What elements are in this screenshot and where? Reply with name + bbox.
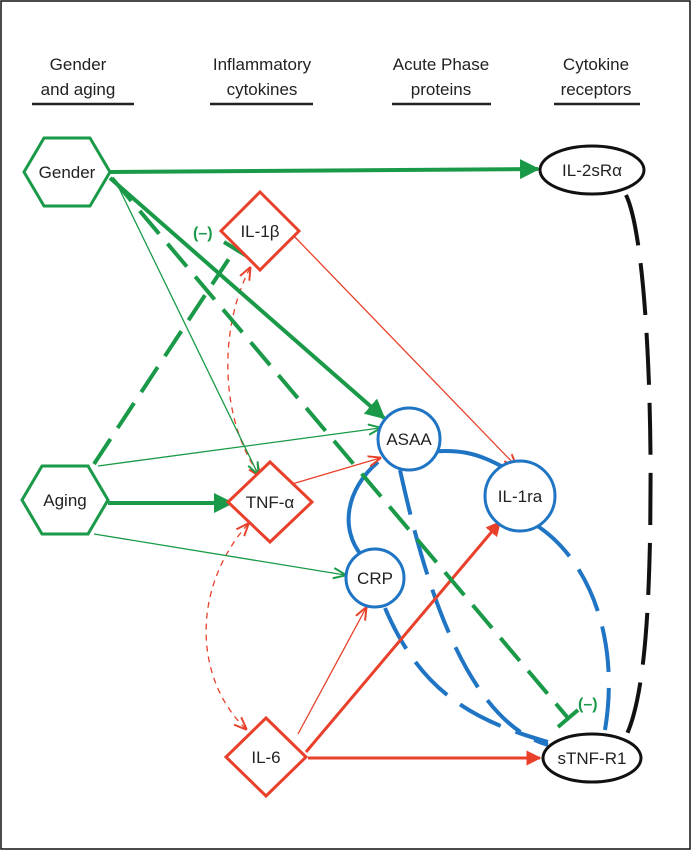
edge-il1b-il1ra (291, 233, 516, 466)
header-receptors: Cytokine receptors (554, 55, 640, 106)
node-il1b: IL-1β (218, 189, 302, 273)
edge-aging-il1b-inhibit (92, 240, 252, 466)
edge-tnfa-il6 (205, 524, 248, 729)
negative-label-il1b: (–) (193, 225, 213, 242)
node-stnfr1: sTNF-R1 (541, 732, 643, 784)
node-stnfr1-label: sTNF-R1 (558, 749, 627, 768)
node-crp-label: CRP (357, 569, 393, 588)
node-aging: Aging (20, 464, 110, 536)
edge-il6-il1ra (304, 520, 502, 753)
node-il2sra-label: IL-2sRα (562, 161, 622, 180)
edge-asaa-stnfr1 (398, 469, 549, 747)
edge-il1ra-stnfr1 (534, 523, 611, 731)
negative-label-stnfr1: (–) (578, 696, 598, 713)
edge-aging-asaa (97, 428, 380, 467)
edge-gender-stnfr1-inhibit (110, 176, 580, 729)
node-asaa: ASAA (376, 406, 442, 472)
header-inflammatory-line1: Inflammatory (213, 55, 312, 74)
header-gender-aging: Gender and aging (32, 55, 134, 106)
header-receptors-line2: receptors (561, 80, 632, 99)
node-il1ra-label: IL-1ra (498, 487, 543, 506)
node-gender-label: Gender (39, 163, 96, 182)
header-inflammatory-line2: cytokines (227, 80, 298, 99)
node-gender: Gender (22, 136, 112, 208)
node-il1b-label: IL-1β (240, 222, 279, 241)
header-acute-phase-line1: Acute Phase (393, 55, 489, 74)
edge-il2sra-stnfr1 (622, 194, 653, 741)
edge-aging-crp (93, 533, 345, 575)
edge-il6-crp (297, 608, 366, 735)
header-acute-phase-line2: proteins (411, 80, 471, 99)
node-tnfa-label: TNF-α (246, 493, 295, 512)
edge-crp-stnfr1 (383, 607, 549, 744)
header-gender-aging-line2: and aging (41, 80, 116, 99)
header-inflammatory: Inflammatory cytokines (210, 55, 313, 106)
edge-gender-tnfa (115, 181, 258, 474)
edge-tnfa-asaa (291, 458, 380, 485)
edge-gender-asaa (108, 176, 386, 420)
header-receptors-line1: Cytokine (563, 55, 629, 74)
header-gender-aging-line1: Gender (50, 55, 107, 74)
edge-gender-il2sra (109, 159, 540, 180)
edge-asaa-crp (346, 460, 380, 558)
node-tnfa: TNF-α (225, 459, 315, 545)
node-il6: IL-6 (223, 715, 309, 799)
header-acute-phase: Acute Phase proteins (392, 55, 491, 106)
node-crp: CRP (344, 547, 406, 609)
node-asaa-label: ASAA (386, 430, 432, 449)
node-il1ra: IL-1ra (483, 459, 557, 533)
node-aging-label: Aging (43, 491, 86, 510)
node-il6-label: IL-6 (251, 748, 280, 767)
node-il2sra: IL-2sRα (538, 144, 646, 196)
